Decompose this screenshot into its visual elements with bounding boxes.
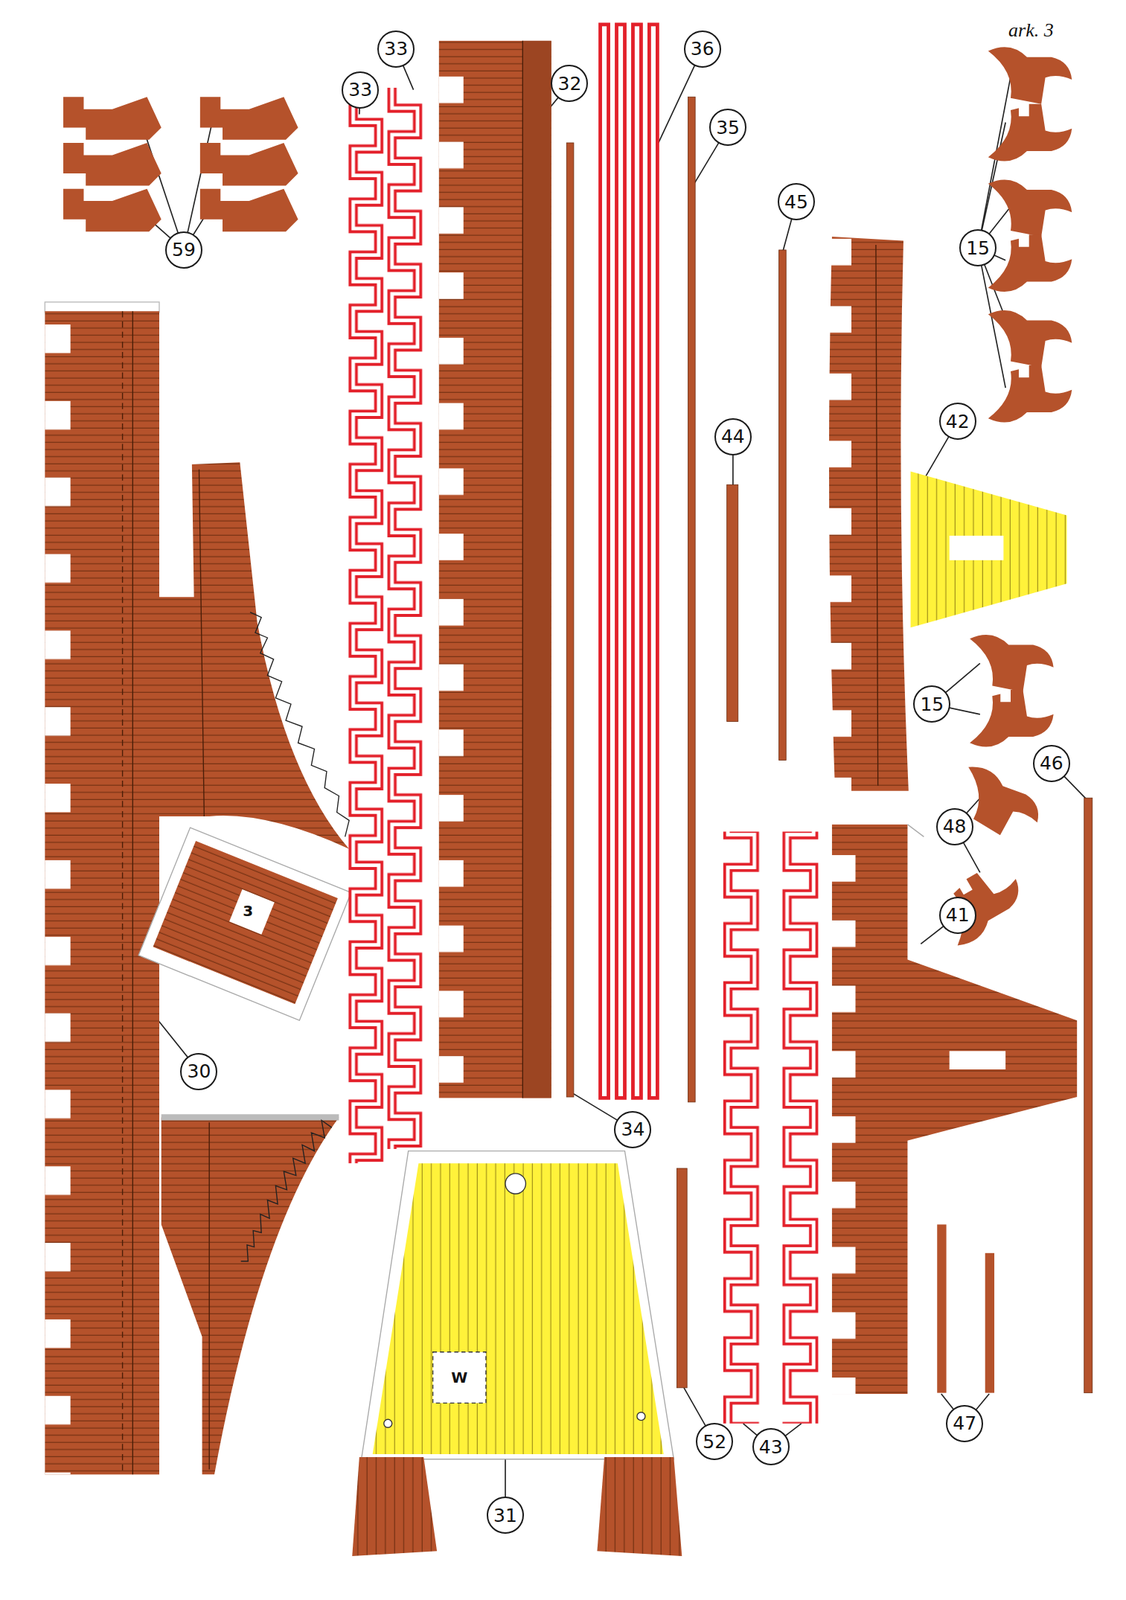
callout-number: 48 xyxy=(942,817,967,836)
callout-number: 33 xyxy=(348,80,373,99)
callout-circle: 52 xyxy=(695,1422,734,1461)
callout-circle: 32 xyxy=(550,64,588,102)
part-mark: W xyxy=(449,1367,469,1388)
callout-circle: 48 xyxy=(936,808,974,846)
callout-circle: 45 xyxy=(777,183,815,221)
callout-number: 33 xyxy=(384,39,408,59)
callout-number: 47 xyxy=(952,1414,977,1433)
callout-number: 45 xyxy=(784,192,809,212)
callout-number: 34 xyxy=(621,1120,646,1139)
part-mark: 3 xyxy=(241,901,255,921)
callout-circle: 36 xyxy=(683,30,722,68)
callout-number: 31 xyxy=(493,1506,518,1525)
callout-circle: 15 xyxy=(959,229,997,267)
callout-number: 35 xyxy=(715,118,740,137)
callout-number: 52 xyxy=(702,1432,727,1452)
callout-circle: 15 xyxy=(913,685,951,723)
callout-circle: 33 xyxy=(377,30,415,68)
callout-circle: 46 xyxy=(1032,744,1071,783)
callout-circle: 59 xyxy=(165,231,203,269)
callout-number: 44 xyxy=(721,427,745,446)
sheet-number: ark. 3 xyxy=(1006,18,1056,43)
callout-number: 42 xyxy=(945,412,970,431)
callout-circle: 34 xyxy=(613,1111,652,1149)
callout-circle: 42 xyxy=(939,402,977,440)
callout-number: 59 xyxy=(171,240,196,259)
callout-circle: 35 xyxy=(709,108,747,146)
callout-number: 43 xyxy=(759,1437,783,1457)
callout-number: 36 xyxy=(690,39,715,59)
callout-number: 30 xyxy=(187,1061,212,1081)
callout-number: 32 xyxy=(558,74,582,94)
callout-circle: 41 xyxy=(939,896,977,934)
callout-circle: 33 xyxy=(341,71,379,109)
callout-circle: 31 xyxy=(486,1496,524,1534)
callout-number: 15 xyxy=(965,238,990,258)
callout-circle: 30 xyxy=(180,1053,218,1091)
callout-number: 41 xyxy=(945,905,970,925)
callout-circle: 44 xyxy=(714,418,752,456)
callout-number: 15 xyxy=(919,695,944,714)
callout-circle: 43 xyxy=(752,1428,790,1466)
callout-number: 46 xyxy=(1039,753,1064,773)
callout-circle: 47 xyxy=(945,1405,984,1443)
